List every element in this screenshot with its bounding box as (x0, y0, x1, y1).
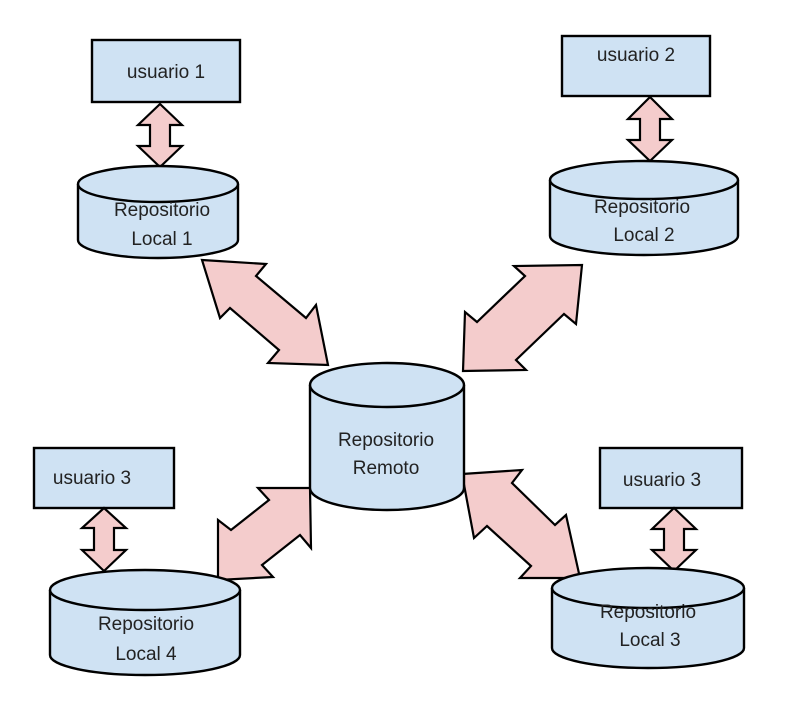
user-label-3-right: usuario 3 (623, 470, 701, 491)
user-box-3-right: usuario 3 (598, 446, 744, 510)
local2-remote-arrow (461, 263, 584, 373)
repo-local-1: Repositorio Local 1 (76, 164, 240, 260)
local1-remote-arrow (200, 258, 330, 367)
user2-local2-arrow (625, 95, 675, 163)
repo-remote: Repositorio Remoto (308, 361, 466, 512)
user-label-3-left: usuario 3 (53, 468, 131, 489)
user-box-3-left: usuario 3 (32, 446, 176, 510)
repo-local-4: Repositorio Local 4 (48, 568, 242, 677)
user1-local1-arrow (135, 102, 185, 169)
user-label-2: usuario 2 (597, 45, 675, 66)
repo-local-2: Repositorio Local 2 (548, 159, 740, 257)
repo-local-1-name: Repositorio (114, 200, 210, 221)
repo-local-2-name: Repositorio (594, 197, 690, 218)
repo-local-3-id: Local 3 (619, 630, 680, 651)
user-box-2: usuario 2 (560, 34, 712, 98)
user3-local4-arrow (79, 506, 129, 573)
user3-local3-arrow (649, 506, 699, 573)
repo-local-4-name: Repositorio (98, 614, 194, 635)
repo-remote-name: Repositorio (338, 430, 434, 451)
local4-remote-arrow (216, 486, 313, 582)
user-box-1: usuario 1 (90, 38, 242, 104)
repo-remote-id: Remoto (353, 458, 420, 479)
repo-local-4-id: Local 4 (115, 644, 177, 665)
repo-local-3: Repositorio Local 3 (550, 566, 746, 670)
user-label-1: usuario 1 (127, 62, 205, 83)
local3-remote-arrow (460, 468, 582, 580)
repo-local-2-id: Local 2 (613, 225, 674, 246)
repo-local-1-id: Local 1 (131, 229, 192, 250)
repo-local-3-name: Repositorio (600, 602, 696, 623)
